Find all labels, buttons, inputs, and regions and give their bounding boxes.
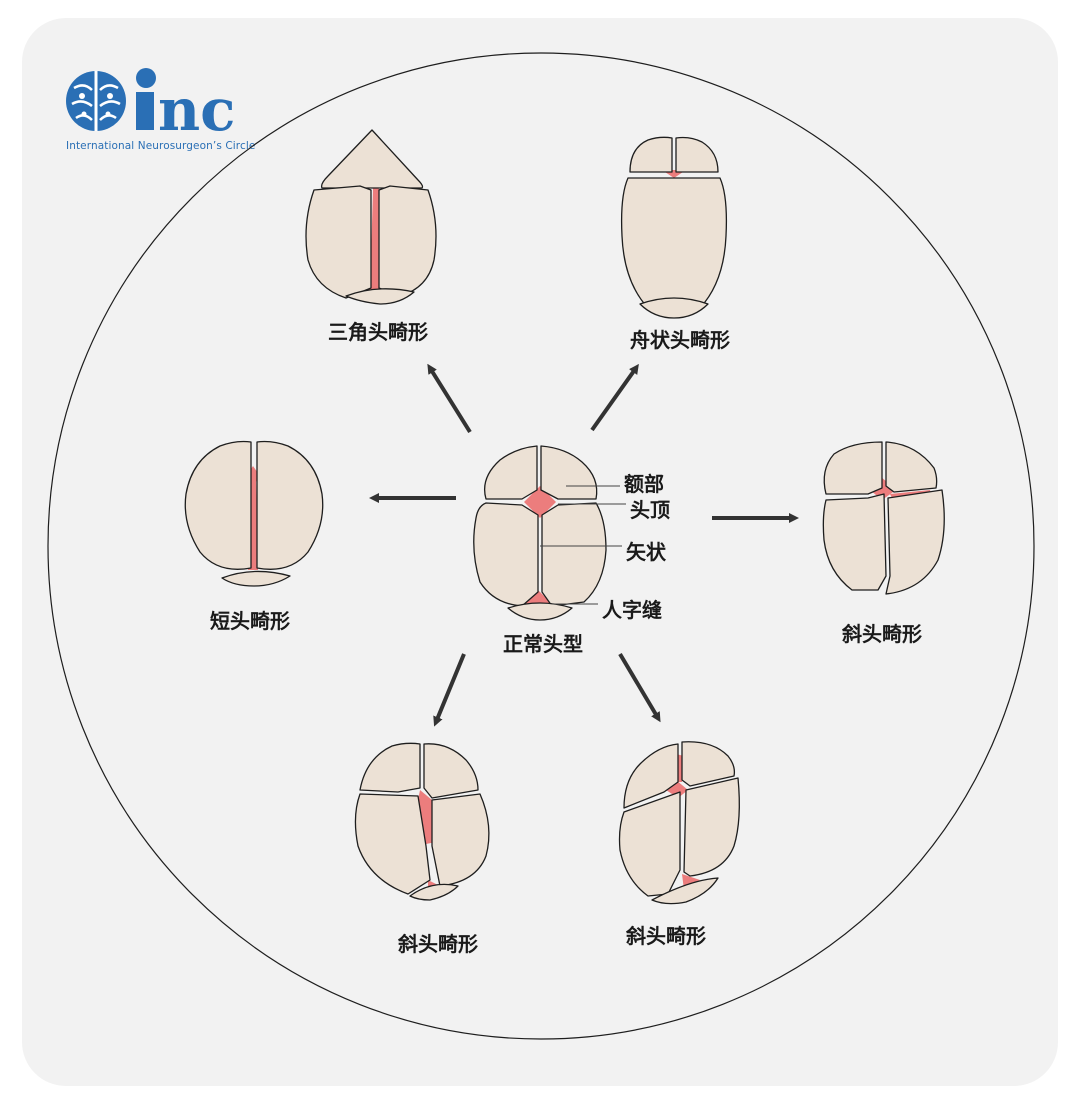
label-plagio-right: 斜头畸形 xyxy=(842,622,922,646)
logo-tagline: International Neurosurgeon’s Circle xyxy=(66,140,256,152)
skull-brachycephaly xyxy=(184,440,324,587)
label-brachycephaly: 短头畸形 xyxy=(210,609,290,633)
skull-plagiocephaly-bottom-right xyxy=(618,741,740,905)
skull-trigonocephaly xyxy=(305,129,437,305)
inc-logo: nc International Neurosurgeon’s Circle xyxy=(66,66,276,158)
skull-normal xyxy=(473,445,607,621)
arrows xyxy=(369,363,799,727)
annotation-frontal: 额部 xyxy=(624,472,664,496)
label-plagio-bottom-left: 斜头畸形 xyxy=(398,932,478,956)
logo-wordmark: nc xyxy=(158,76,235,140)
label-normal: 正常头型 xyxy=(503,632,583,656)
skull-plagiocephaly-bottom-left xyxy=(354,742,490,901)
arrow-to-scaphocephaly xyxy=(590,363,639,432)
inc-logo-mark: nc xyxy=(66,68,235,144)
arrow-to-plagio-bottom-right xyxy=(618,652,661,723)
label-scaphocephaly: 舟状头畸形 xyxy=(630,328,730,352)
arrow-to-plagio-bottom-left xyxy=(433,653,466,727)
arrow-to-trigonocephaly xyxy=(427,363,472,434)
annotation-sagittal: 矢状 xyxy=(626,540,666,564)
skull-scaphocephaly xyxy=(620,136,728,319)
annotation-lambdoid: 人字缝 xyxy=(602,598,662,622)
skull-plagiocephaly-right xyxy=(822,441,945,595)
annotation-lines xyxy=(540,485,626,605)
outer-circle xyxy=(47,52,1035,1040)
annotation-vertex: 头顶 xyxy=(630,498,670,522)
label-plagio-bottom-right: 斜头畸形 xyxy=(626,924,706,948)
label-trigonocephaly: 三角头畸形 xyxy=(328,320,428,344)
brain-icon xyxy=(66,71,126,131)
